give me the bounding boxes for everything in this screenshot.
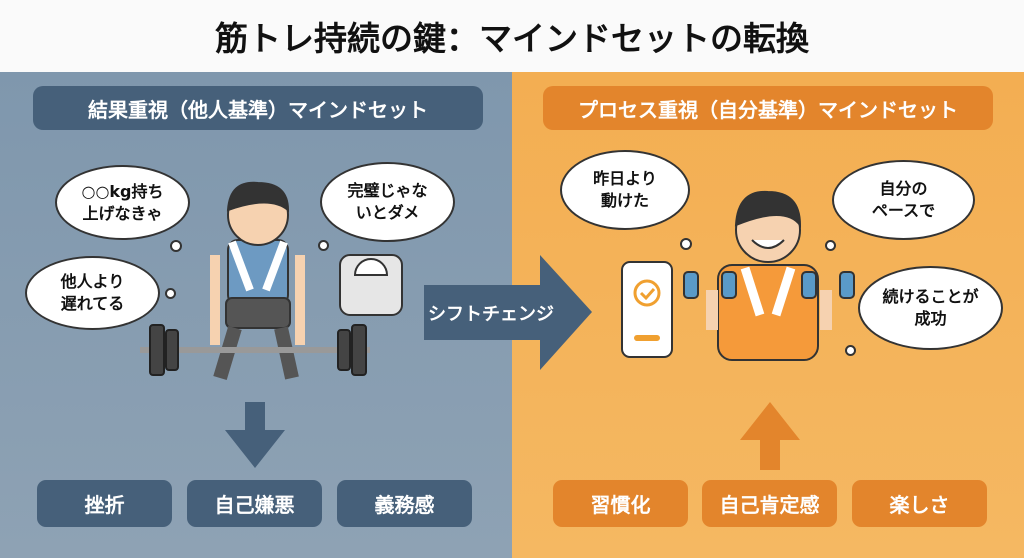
right-header: プロセス重視（自分基準）マインドセット <box>543 86 993 130</box>
thought-bubble: 完璧じゃないとダメ <box>320 162 455 242</box>
arrow-down-icon <box>225 402 285 468</box>
thought-line: 他人より <box>60 272 125 292</box>
bubble-dot <box>825 240 836 251</box>
smartphone-chart-icon <box>621 261 673 358</box>
left-header: 結果重視（他人基準）マインドセット <box>33 86 483 130</box>
thought-line: 上げなきゃ <box>82 203 163 223</box>
thought-bubble: 他人より遅れてる <box>25 256 160 330</box>
thought-line: 遅れてる <box>60 294 125 313</box>
thought-line: ○○kg持ち <box>81 181 164 201</box>
thought-line: 昨日より <box>593 169 657 189</box>
bubble-dot <box>165 288 176 299</box>
bubble-dot <box>845 345 856 356</box>
bubble-dot <box>170 240 182 252</box>
stressed-lifter <box>210 181 305 381</box>
thought-line: 続けることが <box>882 287 979 307</box>
happy-lifter <box>706 190 832 361</box>
outcome-box: 自己嫌悪 <box>187 480 322 527</box>
page-title: 筋トレ持続の鍵：マインドセットの転換 <box>0 0 1024 72</box>
thought-line: いとダメ <box>355 203 420 222</box>
outcome-box: 楽しさ <box>852 480 987 527</box>
shift-arrow-label: シフトチェンジ <box>428 304 554 325</box>
thought-bubble: 自分のペースで <box>832 160 975 240</box>
outcome-box: 自己肯定感 <box>702 480 837 527</box>
bubble-dot <box>680 238 692 250</box>
scale-icon <box>339 254 403 316</box>
bubble-dot <box>318 240 329 251</box>
arrow-up-icon <box>740 402 800 470</box>
thought-line: 動けた <box>600 191 649 210</box>
outcome-box: 義務感 <box>337 480 472 527</box>
barbell-icon <box>140 324 370 376</box>
thought-line: 成功 <box>914 309 947 328</box>
thought-bubble: 続けることが成功 <box>858 266 1003 350</box>
outcome-box: 挫折 <box>37 480 172 527</box>
thought-bubble: ○○kg持ち上げなきゃ <box>55 165 190 240</box>
arrow-right-icon <box>424 255 592 370</box>
thought-line: 完璧じゃな <box>347 181 428 201</box>
thought-bubble: 昨日より動けた <box>560 150 690 230</box>
thought-line: ペースで <box>871 201 936 220</box>
outcome-box: 習慣化 <box>553 480 688 527</box>
thought-line: 自分の <box>879 179 928 199</box>
dumbbell-icon <box>683 271 855 299</box>
